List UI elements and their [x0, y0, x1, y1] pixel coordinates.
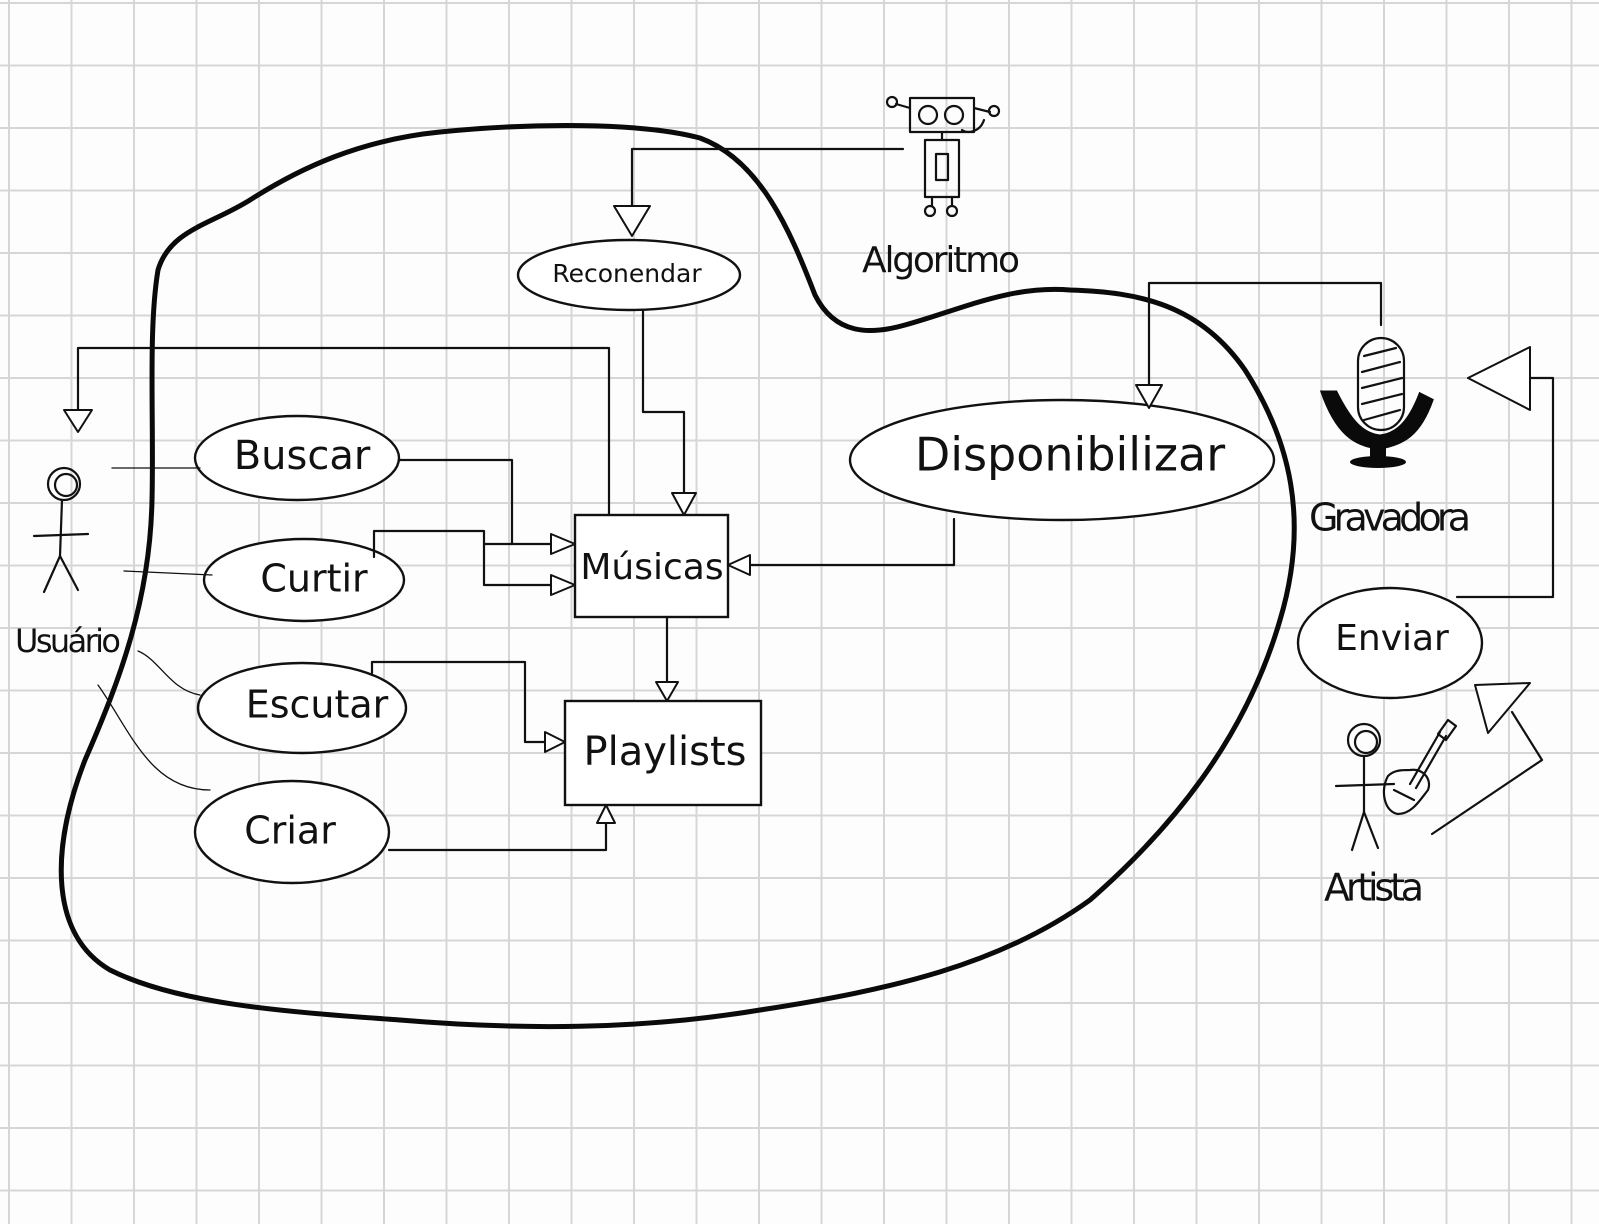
use-case-curtir[interactable]: Curtir: [202, 537, 406, 623]
musicas-label: Músicas: [580, 547, 723, 588]
actor-algoritmo[interactable]: Algoritmo: [862, 95, 1020, 281]
criar-ellipse: [193, 779, 391, 885]
connector-disponibilizar-musicas: [727, 517, 956, 576]
actor-artista[interactable]: Artista: [1324, 718, 1458, 910]
escutar-ellipse: [196, 661, 408, 755]
connector-musicas-usuario: [63, 346, 611, 517]
artista-label: Artista: [1324, 866, 1424, 910]
connector-criar-playlists: [387, 804, 616, 852]
assoc-usuario-escutar: [137, 650, 201, 696]
system-boundary: [58, 123, 1297, 1030]
actor-usuario[interactable]: Usuário: [15, 466, 121, 660]
algoritmo-label: Algoritmo: [862, 240, 1020, 281]
playlists-box: [563, 699, 763, 807]
connector-curtir-musicas: [372, 529, 576, 596]
microphone-icon: [1319, 336, 1434, 468]
connector-buscar-musicas: [397, 458, 576, 555]
usuario-associations: [97, 467, 213, 791]
connector-algoritmo-recomendar: [613, 147, 905, 237]
use-case-buscar[interactable]: Buscar: [193, 414, 401, 502]
enviar-ellipse: [1296, 586, 1484, 700]
buscar-ellipse: [193, 414, 401, 502]
enviar-label: Enviar: [1335, 618, 1449, 659]
curtir-ellipse: [202, 537, 406, 623]
disponibilizar-label: Disponibilizar: [915, 428, 1225, 482]
recomendar-label: Reconendar: [552, 259, 702, 288]
curtir-label: Curtir: [260, 557, 368, 601]
recomendar-ellipse: [516, 238, 742, 312]
artist-guitar-icon: [1334, 718, 1458, 852]
disponibilizar-ellipse: [848, 398, 1276, 522]
entity-playlists[interactable]: Playlists: [563, 699, 763, 807]
use-case-escutar[interactable]: Escutar: [196, 661, 408, 755]
connector-musicas-playlists: [655, 615, 679, 702]
escutar-label: Escutar: [246, 683, 389, 727]
assoc-usuario-criar: [97, 684, 211, 791]
connector-gravadora-disponibilizar: [1135, 281, 1383, 409]
use-case-recomendar[interactable]: Reconendar: [516, 238, 742, 312]
use-case-criar[interactable]: Criar: [193, 779, 391, 885]
connector-artista-enviar: [1430, 682, 1544, 836]
stick-figure-icon: [32, 466, 90, 594]
assoc-usuario-curtir: [123, 570, 213, 576]
actor-gravadora[interactable]: Gravadora: [1309, 336, 1471, 540]
buscar-label: Buscar: [234, 433, 371, 479]
playlists-label: Playlists: [583, 729, 746, 775]
musicas-box: [573, 513, 730, 619]
connector-escutar-playlists: [370, 660, 566, 753]
robot-icon: [885, 95, 1001, 218]
use-case-enviar[interactable]: Enviar: [1296, 586, 1484, 700]
connector-enviar-gravadora: [1455, 346, 1555, 599]
entity-musicas[interactable]: Músicas: [573, 513, 730, 619]
connector-recomendar-musicas: [641, 308, 697, 516]
criar-label: Criar: [244, 809, 336, 853]
gravadora-label: Gravadora: [1309, 496, 1471, 540]
use-case-disponibilizar[interactable]: Disponibilizar: [848, 398, 1276, 522]
usuario-label: Usuário: [15, 622, 121, 660]
